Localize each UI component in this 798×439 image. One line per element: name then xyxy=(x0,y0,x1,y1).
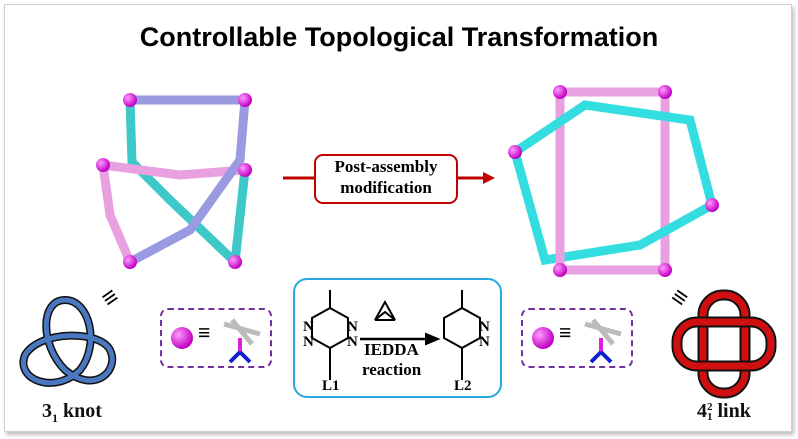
product-label: L2 xyxy=(454,378,472,394)
knot-label: 31 knot xyxy=(42,400,102,425)
link-structure xyxy=(508,85,719,277)
atom-n: N xyxy=(303,319,314,335)
atom-n: N xyxy=(479,334,490,350)
equiv-symbol: ≡ xyxy=(559,320,572,345)
reaction-word: reaction xyxy=(362,360,422,379)
trefoil-knot-icon xyxy=(19,295,117,387)
iedda-reaction-box xyxy=(293,278,502,398)
post-assembly-modification-box: Post-assembly modification xyxy=(314,154,458,204)
atom-n: N xyxy=(347,334,358,350)
box-line-2: modification xyxy=(340,178,432,197)
reaction-scheme xyxy=(311,290,481,380)
reaction-name: IEDDA xyxy=(364,340,419,359)
reactant-label: L1 xyxy=(322,378,340,394)
node-legend-right: ≡ xyxy=(521,308,633,368)
figure-title: Controllable Topological Transformation xyxy=(139,22,659,52)
equiv-symbol: ≡ xyxy=(198,320,211,345)
node-legend-left: ≡ xyxy=(160,308,272,368)
metal-node-spheres xyxy=(508,85,719,277)
metal-node-spheres xyxy=(96,93,252,269)
box-line-1: Post-assembly xyxy=(334,157,438,176)
norbornadiene xyxy=(374,299,396,321)
atom-n: N xyxy=(347,319,358,335)
atom-n: N xyxy=(303,334,314,350)
trefoil-knot-structure xyxy=(96,93,252,269)
solomon-link-icon xyxy=(671,289,777,399)
atom-n: N xyxy=(479,319,490,335)
